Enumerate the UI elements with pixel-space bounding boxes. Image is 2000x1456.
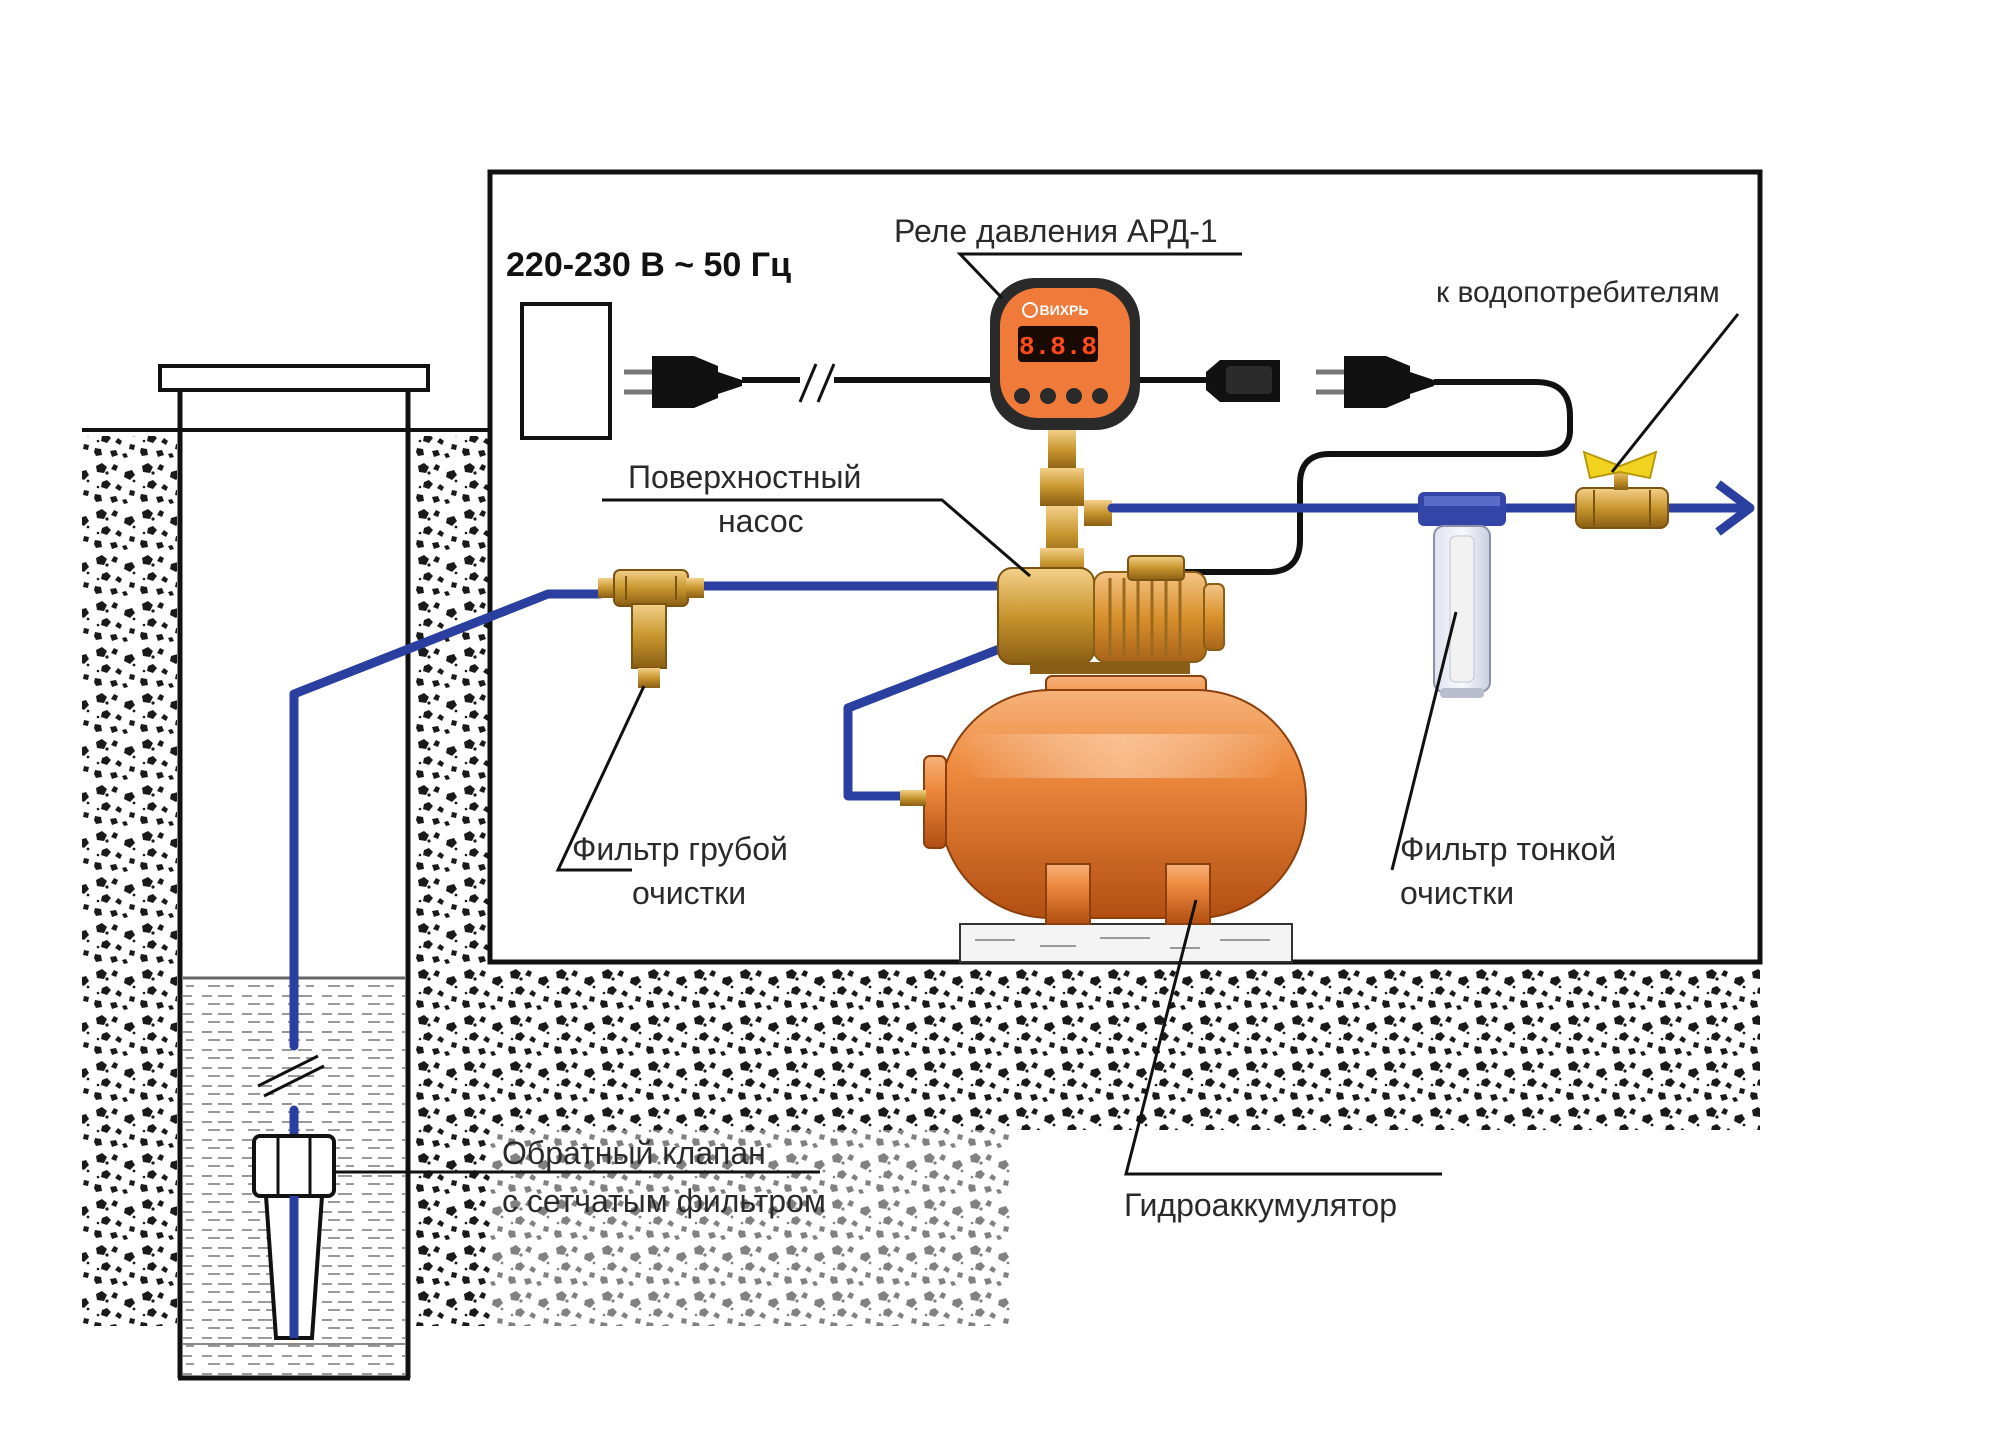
accumulator-label: Гидроаккумулятор xyxy=(1124,1187,1397,1223)
relay-display xyxy=(1018,326,1098,362)
brass-tee xyxy=(1040,468,1112,578)
relay-brass-stem xyxy=(1048,430,1076,470)
relay-display-digits: 8.8.8 xyxy=(1019,332,1097,362)
relay-output-socket xyxy=(1206,360,1280,402)
ball-valve xyxy=(1575,450,1669,529)
coarse-filter-label-line2: очистки xyxy=(632,875,746,911)
leader-accumulator xyxy=(1124,899,1442,1176)
coarse-filter xyxy=(598,569,704,688)
fine-filter xyxy=(1418,492,1506,698)
pump-terminal-box xyxy=(1127,555,1185,581)
soil-left-of-well xyxy=(82,436,177,1326)
surface-pump xyxy=(997,555,1225,674)
pump-fan-cover xyxy=(1203,583,1225,651)
ball-valve-body xyxy=(1575,487,1669,529)
ground xyxy=(82,428,1760,1326)
pump-feet xyxy=(1030,662,1190,674)
leader-pump xyxy=(602,498,1031,578)
check-valve-label-line1: Обратный клапан xyxy=(502,1135,766,1171)
tank-flange xyxy=(923,755,947,849)
ball-valve-butterfly-handle xyxy=(1582,450,1658,480)
accumulator-tank xyxy=(900,675,1307,925)
cable-break-mark-2 xyxy=(816,363,836,403)
power-label: 220-230 В ~ 50 Гц xyxy=(506,246,791,284)
leader-lines xyxy=(334,252,1740,1176)
coarse-filter-bowl xyxy=(631,603,667,669)
flow-arrow-icon xyxy=(1715,480,1755,536)
relay-logo-icon xyxy=(1022,302,1038,318)
leader-coarse-filter xyxy=(555,685,646,872)
mains-plug xyxy=(624,356,742,408)
tank-body xyxy=(939,689,1307,919)
accumulator-platform xyxy=(959,923,1293,963)
pump-label-line2: насос xyxy=(718,503,804,539)
leader-consumers xyxy=(1610,313,1740,473)
relay-button-1 xyxy=(1014,388,1030,404)
check-valve-label-line2: с сетчатым фильтром xyxy=(502,1183,826,1219)
pump-housing xyxy=(997,567,1095,665)
tank-shine xyxy=(960,734,1286,778)
pump-label-line1: Поверхностный xyxy=(628,459,861,495)
fine-filter-label-line2: очистки xyxy=(1400,875,1514,911)
ball-valve-stem xyxy=(1614,470,1628,490)
relay-button-4 xyxy=(1092,388,1108,404)
tank-inlet-fitting xyxy=(900,790,926,806)
leader-relay xyxy=(956,252,1242,300)
relay-brand: ВИХРЬ xyxy=(1040,302,1089,318)
check-valve xyxy=(252,1134,336,1340)
pipe-pump-to-tank xyxy=(843,643,1007,801)
pipe-break-mark-2 xyxy=(263,1064,325,1098)
well-cap xyxy=(158,364,430,392)
tank-foot-left xyxy=(1045,863,1091,925)
pipes xyxy=(289,503,1743,1149)
tank-foot-right xyxy=(1165,863,1211,925)
labels: 220-230 В ~ 50 Гц Реле давления АРД-1 к … xyxy=(502,213,1720,1223)
cable-break-mark-1 xyxy=(798,363,818,403)
relay-button-3 xyxy=(1066,388,1082,404)
relay-label: Реле давления АРД-1 xyxy=(894,213,1218,249)
soil-under-house xyxy=(490,962,1760,1130)
pressure-relay: 8.8.8 ВИХРЬ xyxy=(990,278,1140,470)
soil-lower xyxy=(412,1130,1012,1326)
wall-socket xyxy=(520,302,612,440)
check-valve-body xyxy=(252,1134,336,1198)
coarse-filter-label-line1: Фильтр грубой xyxy=(572,831,788,867)
pipe-break-mark-1 xyxy=(257,1054,319,1088)
pump-plug xyxy=(1316,356,1434,408)
electrical xyxy=(520,302,1573,575)
leader-fine-filter xyxy=(1390,611,1458,871)
platform-texture xyxy=(975,937,1270,949)
pump-power-cable xyxy=(1180,379,1573,575)
fine-filter-label-line1: Фильтр тонкой xyxy=(1400,831,1616,867)
consumers-label: к водопотребителям xyxy=(1436,276,1720,309)
fine-filter-cartridge xyxy=(1449,535,1475,683)
relay-button-2 xyxy=(1040,388,1056,404)
